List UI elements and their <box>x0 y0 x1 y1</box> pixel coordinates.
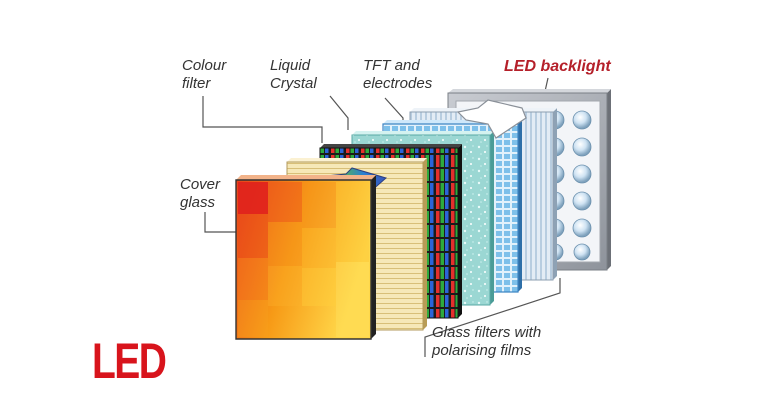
label-glass-filters-line1: Glass filters with <box>432 324 542 341</box>
leader-line-glass-filters <box>424 278 561 357</box>
label-liquid-crystal-line2: Crystal <box>270 75 317 92</box>
leader-line-liquid-crystal <box>329 95 349 130</box>
label-led-backlight: LED backlight <box>504 58 611 76</box>
label-cover-glass-line2: glass <box>180 194 216 211</box>
label-cover-glass-line1: Cover <box>180 176 221 193</box>
label-colour-filter-line2: filter <box>182 75 211 92</box>
label-tft-line2: electrodes <box>363 75 433 92</box>
label-glass-filters-line2: polarising films <box>432 342 532 359</box>
label-glass-filters: Glass filters with polarising films <box>432 324 541 360</box>
leader-lines <box>202 77 561 357</box>
leader-line-tft <box>384 97 404 121</box>
label-cover-glass: Cover glass <box>180 176 220 212</box>
label-tft-line1: TFT and <box>363 57 420 74</box>
label-tft-electrodes: TFT and electrodes <box>363 57 432 93</box>
cover-glass-layer <box>235 175 376 340</box>
label-led-backlight-text: LED backlight <box>504 58 611 75</box>
led-logo: LED <box>92 333 167 389</box>
label-liquid-crystal-line1: Liquid <box>270 57 311 74</box>
label-colour-filter: Colour filter <box>182 57 226 93</box>
label-colour-filter-line1: Colour <box>182 57 227 74</box>
leader-line-colour-filter <box>202 96 323 143</box>
label-liquid-crystal: Liquid Crystal <box>270 57 317 93</box>
leader-line-cover-glass <box>204 212 238 233</box>
